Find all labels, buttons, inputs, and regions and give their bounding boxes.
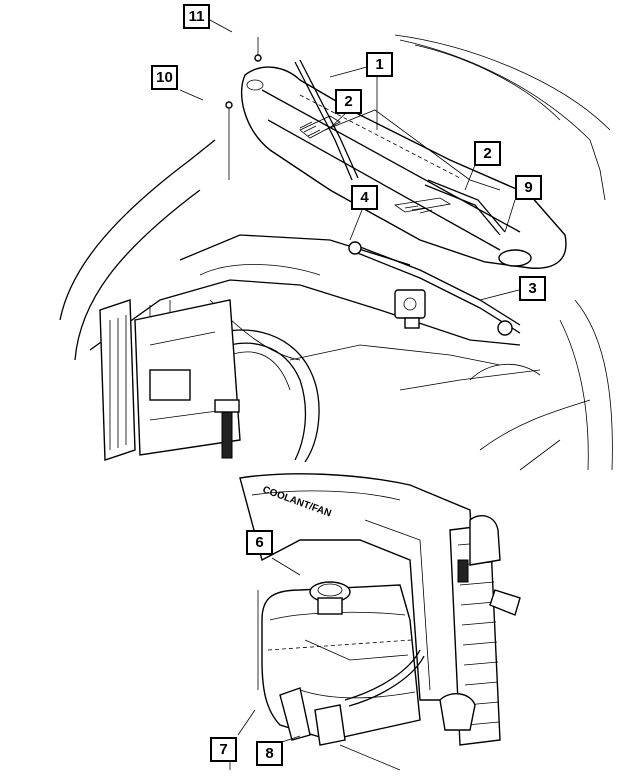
fan-shroud: COOLANT/FAN — [239, 473, 481, 701]
radiator-side — [439, 514, 521, 746]
wiper-linkage-motor — [348, 241, 521, 336]
washer-pump-bracket — [279, 687, 346, 746]
callout-9[interactable]: 9 — [515, 175, 542, 200]
callout-3[interactable]: 3 — [519, 276, 546, 301]
callout-11[interactable]: 11 — [183, 4, 210, 29]
radiator-front — [99, 299, 241, 461]
fender-wheelhouse — [199, 329, 320, 463]
windshield-edge — [299, 44, 561, 179]
callout-1[interactable]: 1 — [366, 52, 393, 77]
hood-outline — [394, 34, 613, 471]
wiper-arms — [294, 59, 506, 236]
callout-2-lower[interactable]: 2 — [474, 141, 501, 166]
callout-6[interactable]: 6 — [246, 530, 273, 555]
callout-8[interactable]: 8 — [256, 741, 283, 766]
leader-lines-lower — [229, 557, 401, 771]
callout-4[interactable]: 4 — [351, 185, 378, 210]
callout-7[interactable]: 7 — [210, 737, 237, 762]
leader-lines-upper — [179, 19, 520, 301]
callout-2-upper[interactable]: 2 — [335, 89, 362, 114]
callout-10[interactable]: 10 — [151, 65, 178, 90]
strut-component — [214, 399, 240, 459]
reservoir-hose — [344, 649, 425, 707]
